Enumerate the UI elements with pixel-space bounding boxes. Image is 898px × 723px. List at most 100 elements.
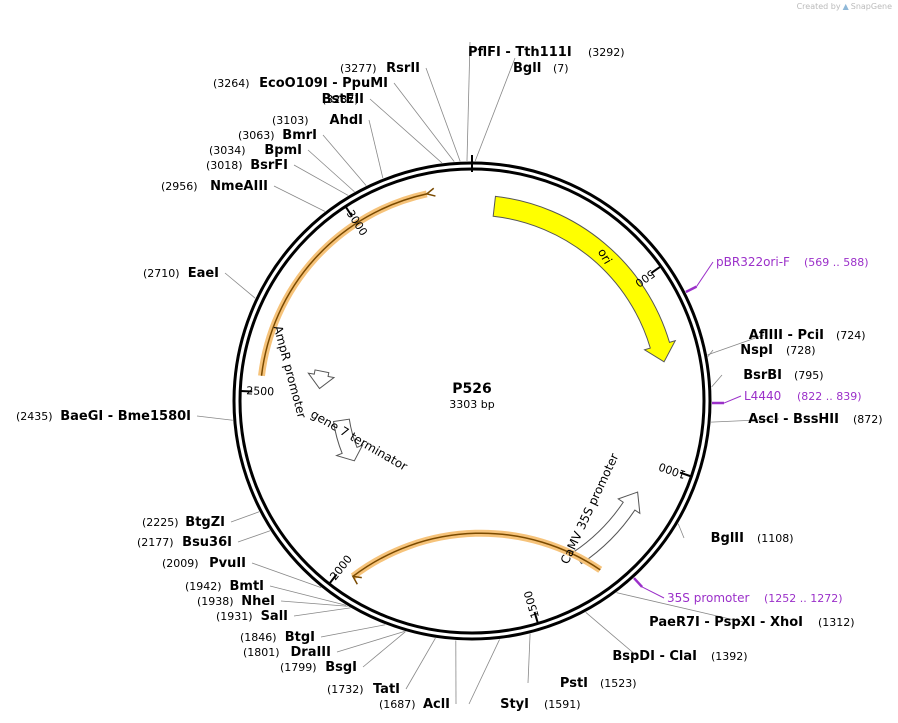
- site-label-tati: TatI: [373, 682, 400, 697]
- feature-cds-arc-left: [260, 193, 427, 376]
- enzyme-name: SalI: [261, 609, 288, 624]
- site-position-rsrii: (3277): [340, 62, 377, 75]
- site-position-bmti: (1942): [185, 580, 222, 593]
- enzyme-name: RsrII: [386, 61, 420, 76]
- site-position-btgi: (1846): [240, 631, 277, 644]
- site-position-bsrfi: (3018): [206, 159, 243, 172]
- site-label-bpmi: BpmI: [264, 143, 302, 158]
- leader-line-baegi: [196, 415, 233, 421]
- enzyme-name: DraIII: [291, 645, 332, 660]
- snapgene-logo-icon: ▲: [842, 2, 849, 11]
- ruler-tick-label: 3000: [344, 208, 370, 239]
- leader-line-pflfi: [466, 41, 471, 162]
- site-position-bgli: (7): [553, 62, 569, 75]
- leader-line-pvuii: [251, 562, 322, 588]
- site-position-eaei: (2710): [143, 267, 180, 280]
- leader-line-rsrii: [425, 67, 461, 162]
- site-position-bmri: (3063): [238, 129, 275, 142]
- site-position-bsu36i: (2177): [137, 536, 174, 549]
- enzyme-name: BtgZI: [185, 515, 225, 530]
- leader-line-nhei: [280, 600, 348, 607]
- site-position-nhei: (1938): [197, 595, 234, 608]
- leader-line-tati: [405, 637, 436, 690]
- site-position-pflfi: (3292): [588, 46, 625, 59]
- leader-line-btgi: [320, 624, 386, 638]
- site-label-bsrfi: BsrFI: [250, 158, 288, 173]
- ruler-tick-label: 2000: [327, 553, 354, 583]
- site-position-asci: (872): [853, 413, 883, 426]
- ruler-tick-mark: [344, 205, 353, 218]
- ruler-tick-label: 1500: [522, 589, 542, 620]
- leader-line-draiii: [336, 630, 405, 653]
- enzyme-name: PstI: [560, 676, 588, 691]
- site-position-ecoo109i: (3264): [213, 77, 250, 90]
- site-label-bsgi: BsgI: [325, 660, 357, 675]
- leader-line-layer: [196, 41, 780, 705]
- site-label-pvuii: PvuII: [209, 556, 246, 571]
- primer-range-pbr322ori-f: (569 .. 588): [804, 256, 869, 269]
- site-separator: -: [501, 45, 515, 60]
- feature-ori-arrow: [492, 195, 677, 363]
- enzyme-name: PaeR7I: [649, 615, 700, 630]
- enzyme-name: BsrBI: [743, 368, 782, 383]
- site-position-ahdi: (3103): [272, 114, 309, 127]
- enzyme-name: BaeGI: [60, 409, 103, 424]
- feature-gene7-arrow: [332, 418, 364, 462]
- enzyme-name: StyI: [500, 697, 529, 712]
- enzyme-name: NheI: [241, 594, 275, 609]
- site-label-eaei: EaeI: [188, 266, 219, 281]
- feature-cds-arc-lower-arrowhead: [351, 575, 362, 585]
- plasmid-length: 3303 bp: [449, 398, 494, 411]
- leader-line-bmti: [269, 585, 347, 606]
- site-position-bpmi: (3034): [209, 144, 246, 157]
- enzyme-name: BmrI: [282, 128, 317, 143]
- site-position-baegi: (2435): [16, 410, 53, 423]
- enzyme-name: BglI: [513, 61, 542, 76]
- site-label-draiii: DraIII: [291, 645, 332, 660]
- leader-line-bsu36i: [237, 530, 271, 543]
- primer-range-35s-promoter: (1252 .. 1272): [764, 592, 843, 605]
- leader-line-ecoo109i: [393, 82, 455, 162]
- leader-line-nspi: [707, 349, 714, 357]
- site-separator: -: [328, 76, 342, 91]
- site-label-baegi: BaeGI - Bme1580I: [60, 409, 191, 424]
- leader-line-bgli: [474, 57, 516, 162]
- site-label-btgi: BtgI: [285, 630, 315, 645]
- site-position-paer7i: (1312): [818, 616, 855, 629]
- enzyme-name: EcoO109I: [259, 76, 328, 91]
- site-label-nmeaiii: NmeAIII: [210, 179, 268, 194]
- site-label-asci: AscI - BssHII: [748, 412, 839, 427]
- site-label-bglii: BglII: [711, 531, 744, 546]
- enzyme-name: BstEII: [322, 92, 364, 107]
- site-position-acli: (1687): [379, 698, 416, 711]
- enzyme-name: BmtI: [229, 579, 264, 594]
- enzyme-name: BsgI: [325, 660, 357, 675]
- site-label-bmri: BmrI: [282, 128, 317, 143]
- site-position-styi: (1591): [544, 698, 581, 711]
- ruler-tick-mark: [650, 265, 662, 275]
- enzyme-name: BtgI: [285, 630, 315, 645]
- ruler-tick-mark: [328, 573, 338, 585]
- leader-line-eaei: [224, 272, 256, 299]
- leader-line-btgzi: [230, 511, 260, 523]
- enzyme-name: AhdI: [330, 113, 363, 128]
- enzyme-name: BspDI: [612, 649, 655, 664]
- site-position-bsteii: (3237): [322, 93, 359, 106]
- feature-cds-arc-left-arrowhead: [425, 187, 436, 197]
- primer-leader-pbr322ori-f: [696, 261, 714, 287]
- leader-line-psti: [527, 633, 531, 684]
- primer-leader-l4440: [723, 395, 742, 404]
- site-label-sali: SalI: [261, 609, 288, 624]
- feature-label-ori: ori: [595, 246, 615, 267]
- primer-range-l4440: (822 .. 839): [797, 390, 862, 403]
- site-position-psti: (1523): [600, 677, 637, 690]
- site-label-bgli: BglI: [513, 61, 542, 76]
- site-label-layer: PflFI - Tth111I(3292)BglI(7)RsrII(3277)E…: [16, 45, 883, 712]
- site-position-pvuii: (2009): [162, 557, 199, 570]
- enzyme-name: PspXI: [714, 615, 755, 630]
- enzyme-name: AscI: [748, 412, 778, 427]
- leader-line-bpmi: [307, 149, 355, 193]
- feature-ampr-arrow: [307, 369, 336, 390]
- enzyme-name: XhoI: [770, 615, 803, 630]
